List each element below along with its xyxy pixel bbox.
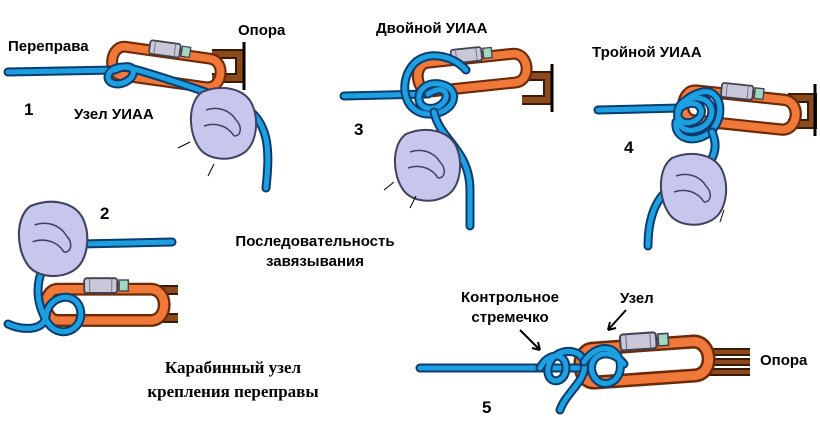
hand — [189, 87, 258, 160]
control-loop-arrow — [519, 329, 541, 351]
caption-line1: Карабинный узел — [164, 358, 302, 377]
step-4-illustration — [593, 79, 817, 251]
label-control-line1: Контрольное — [461, 289, 559, 306]
label-sequence-line2: завязывания — [265, 253, 365, 270]
diagram-caption: Карабинный узел крепления переправы — [118, 356, 348, 404]
hand — [659, 153, 728, 226]
step-1-illustration — [3, 35, 273, 193]
hand — [393, 129, 462, 202]
label-sequence: Последовательность завязывания — [212, 232, 418, 272]
label-control-loop: Контрольное стремечко — [448, 288, 572, 328]
label-sequence-line1: Последовательность — [235, 233, 395, 250]
label-pereprava: Переправа — [8, 38, 89, 55]
step-2-illustration — [3, 200, 178, 337]
label-double-uiaa: Двойной УИАА — [376, 20, 488, 37]
label-opora-bottom: Опора — [760, 352, 808, 369]
label-uzel-uiaa: Узел УИАА — [74, 106, 154, 123]
label-triple-uiaa: Тройной УИАА — [592, 44, 702, 61]
step-number-3: 3 — [354, 120, 364, 139]
hand — [17, 200, 89, 278]
label-opora-top: Опора — [238, 22, 286, 39]
step-3-illustration — [339, 42, 554, 231]
caption-line2: крепления переправы — [147, 382, 319, 401]
knot-arrow — [607, 309, 627, 331]
label-control-line2: стремечко — [471, 309, 549, 326]
label-uzel: Узел — [620, 290, 654, 307]
step-number-5: 5 — [482, 398, 492, 417]
step-number-2: 2 — [100, 204, 110, 223]
step-number-1: 1 — [24, 100, 34, 119]
step-5-illustration — [415, 309, 750, 415]
step-number-4: 4 — [624, 138, 634, 157]
